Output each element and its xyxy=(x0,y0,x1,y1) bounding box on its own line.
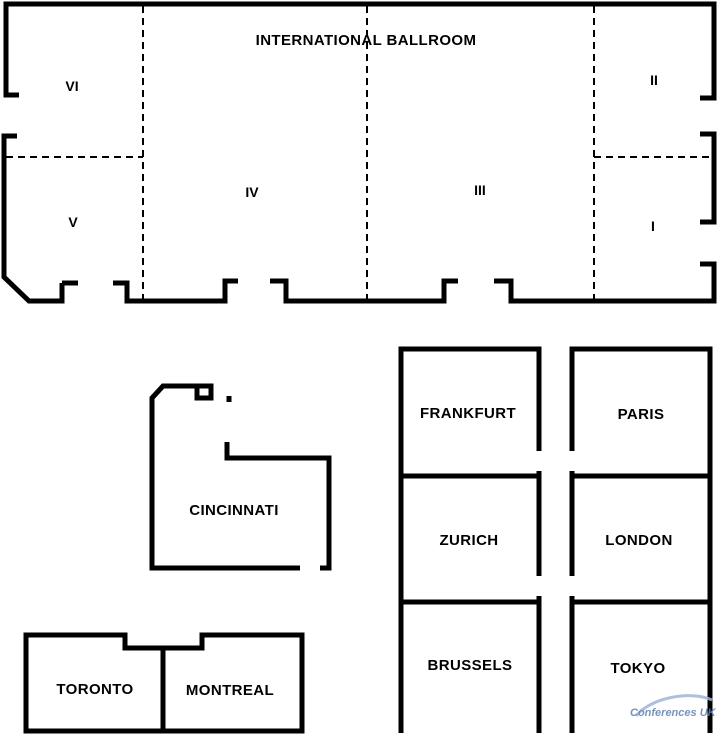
section-label-iv: IV xyxy=(245,184,259,200)
conferences-uk-logo: Conferences UK xyxy=(630,694,717,719)
cincinnati-wall xyxy=(149,383,332,571)
room-label-cincinnati: CINCINNATI xyxy=(189,502,279,519)
room-label-paris: PARIS xyxy=(618,406,665,423)
rooms-toronto-montreal: TORONTO MONTREAL xyxy=(23,632,305,734)
room-column-right: PARIS LONDON TOKYO xyxy=(569,346,713,733)
section-label-v: V xyxy=(68,214,78,230)
section-label-iii: III xyxy=(474,182,486,198)
room-cincinnati: CINCINNATI xyxy=(149,383,332,571)
international-ballroom: INTERNATIONAL BALLROOM I II III IV V VI xyxy=(1,1,717,304)
ballroom-outer-wall xyxy=(1,1,717,304)
room-label-tokyo: TOKYO xyxy=(610,660,665,677)
logo-swoosh xyxy=(634,694,713,717)
section-label-i: I xyxy=(651,218,655,234)
section-label-ii: II xyxy=(650,72,658,88)
room-label-montreal: MONTREAL xyxy=(186,682,274,699)
section-label-vi: VI xyxy=(65,78,78,94)
watermark-brand: Conferences UK xyxy=(630,707,717,719)
right-column-wall xyxy=(569,346,713,733)
room-label-brussels: BRUSSELS xyxy=(428,657,513,674)
ballroom-title: INTERNATIONAL BALLROOM xyxy=(256,32,477,49)
room-column-left: FRANKFURT ZURICH BRUSSELS xyxy=(398,346,542,733)
room-label-london: LONDON xyxy=(605,532,672,549)
left-column-wall xyxy=(398,346,542,733)
toronto-montreal-wall xyxy=(23,632,305,734)
room-label-zurich: ZURICH xyxy=(439,532,498,549)
room-label-toronto: TORONTO xyxy=(56,681,133,698)
room-label-frankfurt: FRANKFURT xyxy=(420,405,516,422)
